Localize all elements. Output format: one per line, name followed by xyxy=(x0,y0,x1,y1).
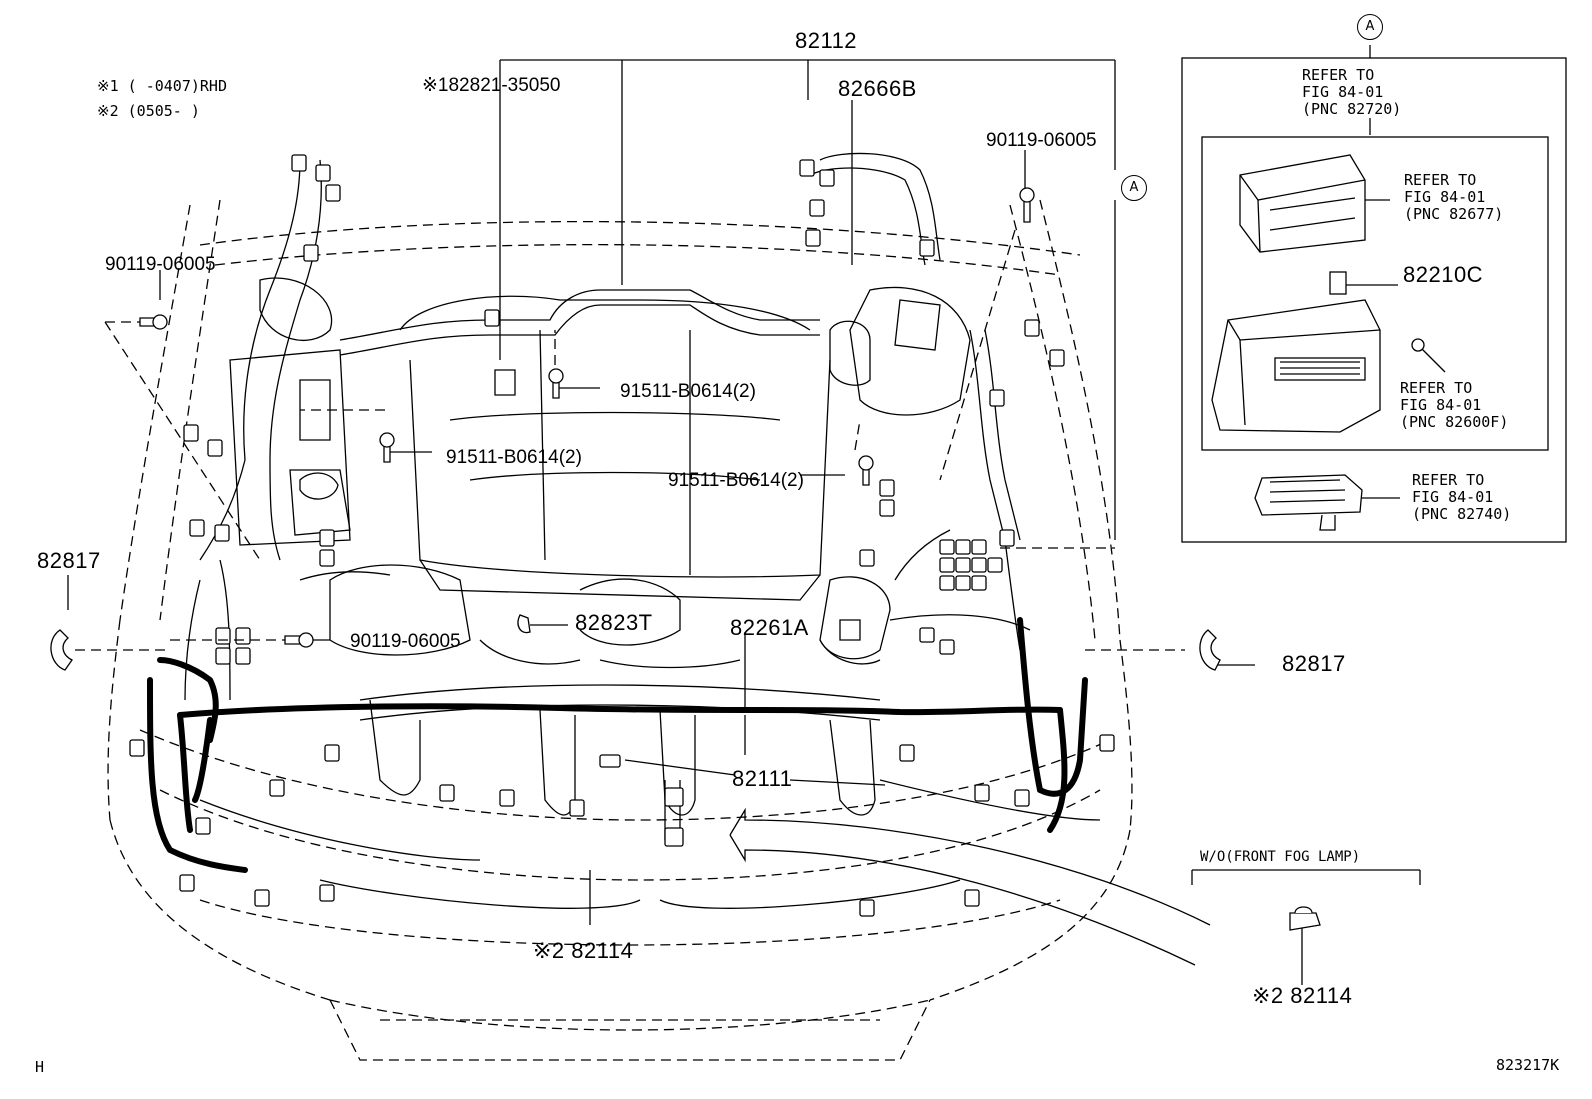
flow-arrow xyxy=(729,807,1211,966)
refer-pnc-82600f: REFER TO FIG 84-01 (PNC 82600F) xyxy=(1400,379,1509,431)
part-82817-right: 82817 xyxy=(1282,651,1346,676)
part-82261a: 82261A xyxy=(730,615,809,640)
main-harness xyxy=(147,617,1088,873)
refer-pnc-82677: REFER TO FIG 84-01 (PNC 82677) xyxy=(1404,171,1504,223)
part-90119-top-right: 90119-06005 xyxy=(986,130,1097,151)
part-91511-left: 91511-B0614(2) xyxy=(446,447,582,468)
part-82210c: 82210C xyxy=(1403,262,1484,287)
part-82823t: 82823T xyxy=(575,610,653,635)
section-id: H xyxy=(35,1058,45,1076)
part-90119-left: 90119-06005 xyxy=(105,254,216,275)
fog-connector xyxy=(1289,906,1321,931)
callout-a-mid: A xyxy=(1121,175,1147,201)
connectors xyxy=(129,154,1115,917)
part-82666b: 82666B xyxy=(838,76,917,101)
part-91511-right: 91511-B0614(2) xyxy=(668,470,804,491)
part-82112: 82112 xyxy=(795,28,858,53)
figure-id: 823217K xyxy=(1496,1056,1560,1074)
grommets xyxy=(50,629,1221,671)
note-date-range: ※2 (0505- ) xyxy=(97,102,200,120)
refer-pnc-82720: REFER TO FIG 84-01 (PNC 82720) xyxy=(1302,66,1402,118)
part-82111: 82111 xyxy=(732,766,793,791)
part-82114-center: ※2 82114 xyxy=(533,938,634,963)
harness-wires xyxy=(184,152,1101,909)
part-82821: ※182821-35050 xyxy=(422,75,561,96)
refer-pnc-82740: REFER TO FIG 84-01 (PNC 82740) xyxy=(1412,471,1512,523)
vehicle-body-outline xyxy=(107,199,1133,1061)
note-rhd-range: ※1 ( -0407)RHD xyxy=(97,77,227,95)
engine-components xyxy=(229,277,971,816)
leader-lines xyxy=(67,45,1446,985)
part-82114-right: ※2 82114 xyxy=(1252,983,1353,1008)
part-91511-center: 91511-B0614(2) xyxy=(620,381,756,402)
part-82817-left: 82817 xyxy=(37,548,101,573)
callout-a-top: A xyxy=(1357,14,1383,40)
wo-front-fog-lamp-label: W/O(FRONT FOG LAMP) xyxy=(1200,849,1361,865)
bolts xyxy=(139,187,1035,648)
inset-box-a xyxy=(1181,57,1567,543)
part-90119-bottom-left: 90119-06005 xyxy=(350,631,461,652)
